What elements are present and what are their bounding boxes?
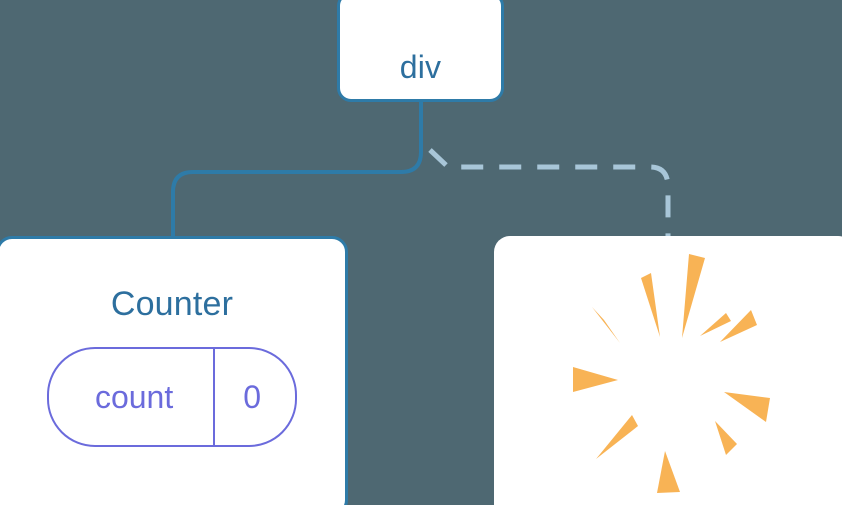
sparkle-ray-4 <box>573 367 618 392</box>
prop-value: 0 <box>213 349 295 445</box>
sparkle-ray-2 <box>641 273 660 337</box>
sparkle-ray-7 <box>715 421 737 455</box>
connector-div-to-sparkle <box>428 148 671 240</box>
sparkle-ray-8 <box>724 392 770 422</box>
sparkle-burst-icon <box>530 244 816 504</box>
counter-node[interactable]: Counter count 0 <box>0 236 348 505</box>
counter-node-label: Counter <box>110 285 234 323</box>
sparkle-ray-5 <box>596 415 638 459</box>
div-node-label: div <box>399 49 442 85</box>
sparkle-node[interactable] <box>494 236 842 505</box>
sparkle-ray-9 <box>720 310 757 342</box>
sparkle-ray-10 <box>700 313 731 336</box>
prop-name: count <box>94 379 174 415</box>
sparkle-ray-1 <box>682 254 705 338</box>
connector-div-to-counter <box>171 99 423 242</box>
sparkle-ray-6 <box>657 451 680 493</box>
sparkle-ray-3 <box>592 307 620 343</box>
div-node[interactable]: div <box>337 0 504 102</box>
prop-pill-count[interactable]: count 0 <box>46 347 298 447</box>
